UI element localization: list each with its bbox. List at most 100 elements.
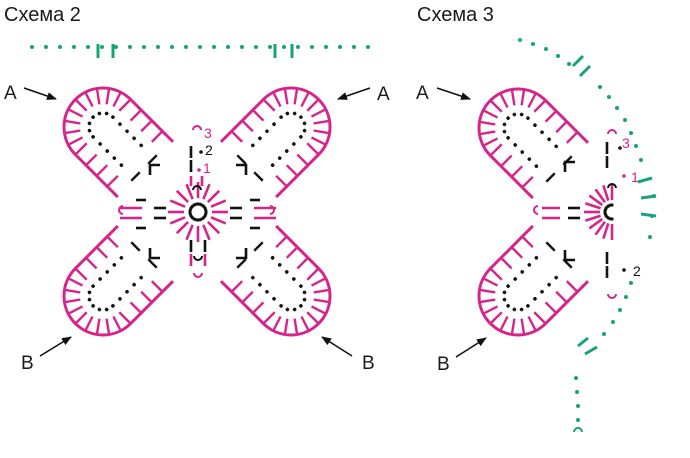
corner-mark [148,248,160,260]
chain-dot [204,208,208,212]
scheme-3-center [533,129,626,299]
dc-stitch [520,318,526,336]
petal-outline [219,86,332,199]
petal-body [62,224,175,337]
chain-dot [518,38,522,42]
chain-dot [119,163,124,167]
dc-stitch [66,107,84,118]
chain-dot [299,115,303,119]
sc-stitch [130,171,141,182]
chain-dot [310,45,314,49]
dc-stitch [555,120,569,134]
chain-dot [212,45,216,49]
dc-stitch [533,98,548,113]
dc-stitch [112,90,123,108]
chain-dot [254,45,258,49]
chain-dot [639,158,643,162]
corner-mark [148,163,160,175]
chain-dot [352,45,356,49]
chain-dot [554,144,558,149]
chain-dot [534,256,539,260]
chain-dot [575,390,579,394]
chain-dot [502,290,507,295]
chain-dot [366,45,370,49]
dc-stitch [240,119,254,133]
chain-dot [277,263,282,267]
chain-dot [519,112,524,117]
arrow [455,337,487,358]
dc-stitch [95,245,109,259]
chain-dot [265,129,269,134]
chain-dot [576,404,580,408]
arrow [39,336,72,357]
petal-top-left [62,86,175,199]
arrow [23,87,57,100]
petal-outline [477,224,590,337]
loop-arc [607,293,617,299]
dc-stitch [118,311,133,326]
chain-dot [634,144,638,148]
dc-stitch [499,256,513,270]
corner-mark [563,250,575,262]
dc-stitch [210,216,227,225]
chain-dot [119,256,124,260]
dc-stitch [129,301,143,315]
chain-dot [302,128,307,133]
chain-dot [574,376,578,380]
dc-stitch [150,280,164,294]
dc-stitch [584,214,601,222]
label-b-right: B [321,336,375,374]
dc-stitch [588,194,604,206]
dc-stitch [588,218,604,230]
petal-top-right [219,86,332,199]
dc-stitch [63,288,81,294]
ch-loop [533,205,539,215]
chain-dot [279,115,283,119]
dc-stitch [271,90,282,108]
dc-stitch [140,119,154,133]
chain-dot [502,297,507,302]
petal-outline [62,86,175,199]
chain-dot [531,42,535,46]
chain-dot [284,149,289,153]
chain-dot [125,129,129,134]
dc-stitch [285,164,299,178]
dc-stitch [510,88,516,106]
sc-stitch [253,171,264,182]
dc-stitch [520,235,534,249]
dc-stitch [565,130,579,144]
dc-stitch [293,318,299,336]
svg-text:B: B [362,353,375,374]
chain-dot [279,304,283,308]
chain-dot [296,45,300,49]
scheme-2-center [118,125,276,278]
edge-stitch [640,212,657,218]
chain-dot [302,297,307,302]
loop-arc [118,205,124,215]
chain-dot [100,45,104,49]
dc-stitch [313,119,331,125]
petal-bottom-left [62,224,175,337]
chain-dot [618,146,622,150]
petal-outline [62,224,175,337]
dc-stitch [66,276,84,287]
dc-stitch [283,87,289,105]
chain-dot [265,289,269,294]
dc-stitch [261,311,276,326]
arrow [337,87,371,100]
label-a-left: A [4,83,57,104]
chain-dot [285,111,290,116]
svg-text:A: A [4,83,17,104]
chain-dot [112,156,117,160]
chain-dot [648,235,652,239]
chain-dot [615,106,619,110]
dc-stitch [293,87,299,105]
dc-stitch [527,91,538,109]
chain-dot [544,47,548,51]
dc-stitch [300,90,311,108]
ch-loop [573,427,583,433]
chain-dot [226,45,230,49]
chain-dot [112,263,117,267]
dc-stitch [594,188,606,204]
ch-loop [193,255,203,261]
